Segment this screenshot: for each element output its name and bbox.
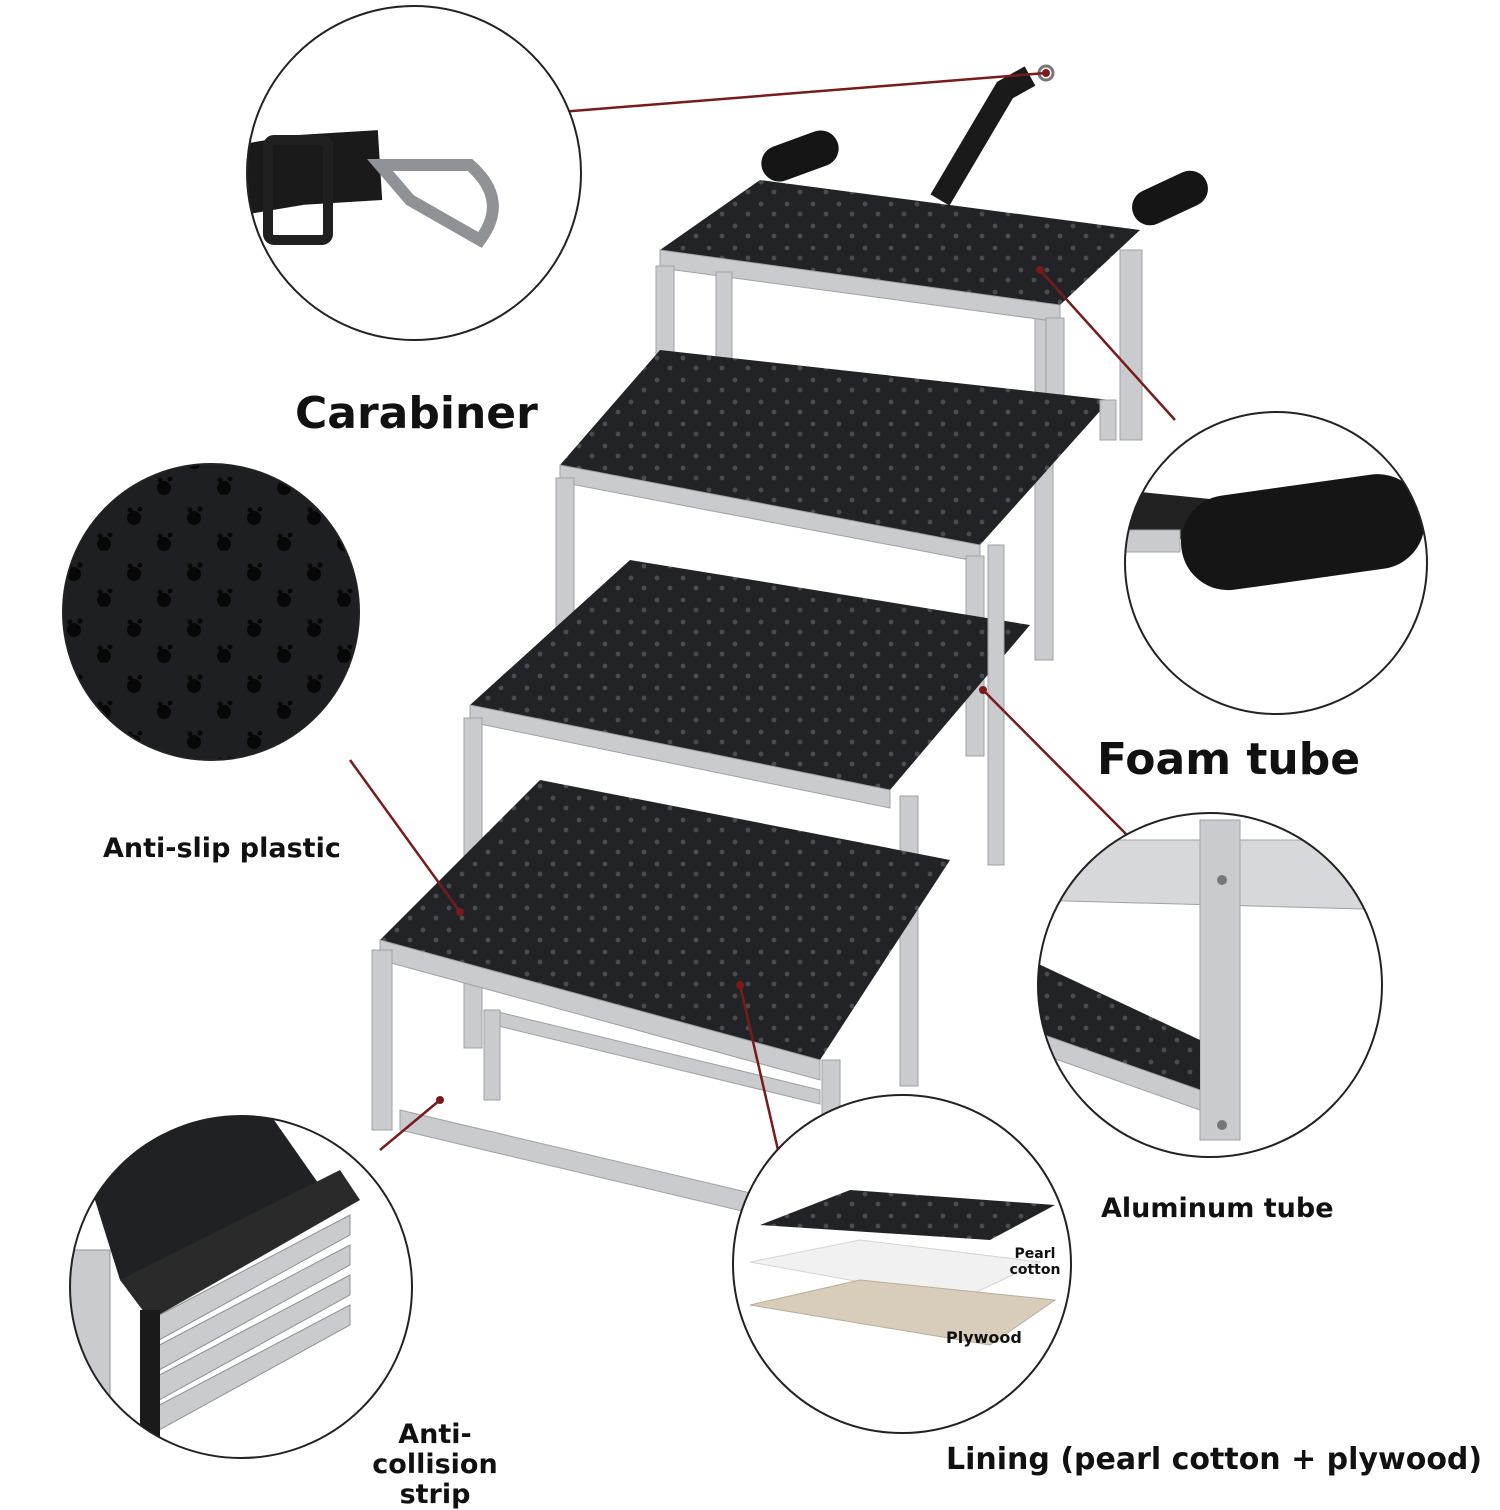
label-aluminum-tube: Aluminum tube — [1101, 1193, 1334, 1224]
leader-line — [559, 71, 1047, 114]
leader-line — [1039, 269, 1176, 421]
leader-line — [982, 689, 1131, 839]
label-anti-slip: Anti-slip plastic — [103, 833, 341, 864]
label-plywood: Plywood — [946, 1328, 1022, 1347]
leader-lines — [348, 71, 1176, 1151]
detail-foam-tube — [1124, 411, 1428, 715]
foam-handle — [1132, 170, 1208, 226]
label-pearl-cotton: Pearl cotton — [1009, 1246, 1061, 1278]
leader-line — [348, 759, 462, 913]
detail-anti-slip — [62, 463, 360, 761]
leader-dots — [436, 69, 1050, 1104]
label-carabiner: Carabiner — [295, 388, 538, 439]
detail-carabiner — [246, 5, 582, 341]
detail-lining — [732, 1094, 1072, 1434]
step-4 — [371, 780, 950, 1181]
foam-handle — [761, 130, 839, 182]
detail-aluminum-tube — [1037, 812, 1383, 1158]
pet-stairs — [371, 64, 1208, 1221]
strap — [930, 66, 1036, 206]
frame-tube — [1119, 249, 1143, 441]
frame-tube — [483, 1009, 501, 1101]
leader-line — [379, 1099, 441, 1151]
base-tube — [399, 1109, 781, 1221]
detail-anti-collision — [69, 1115, 413, 1459]
step-3 — [463, 544, 1030, 1087]
label-lining: Lining (pearl cotton + plywood) — [946, 1442, 1483, 1477]
label-foam-tube: Foam tube — [1097, 734, 1361, 785]
leader-line — [738, 984, 780, 1151]
label-anti-collision: Anti-collision strip — [372, 1419, 498, 1510]
